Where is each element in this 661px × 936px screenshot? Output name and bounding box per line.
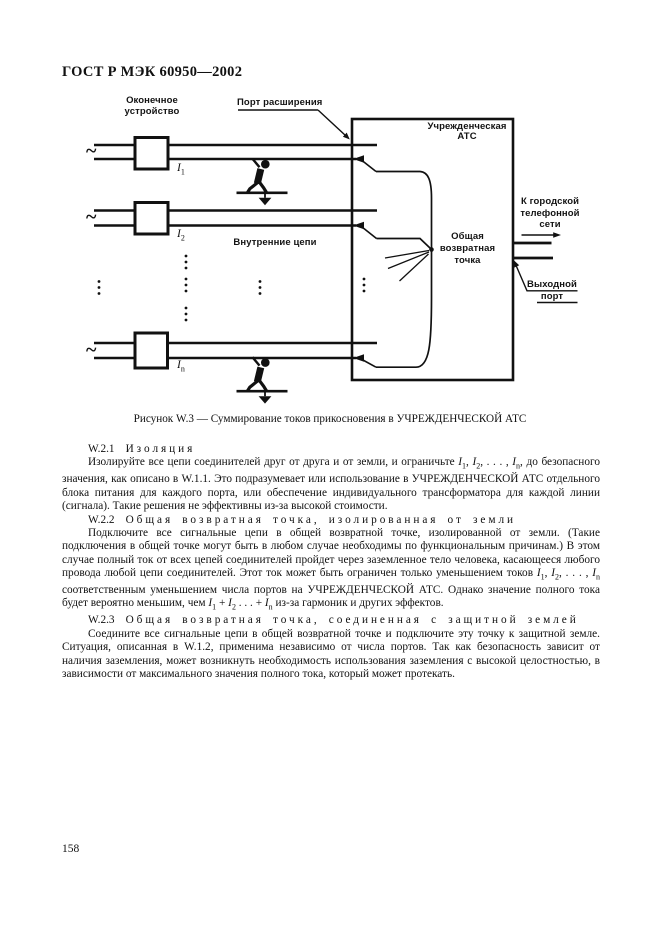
current-label-in: In [177,359,185,373]
expansion-port-label: Порт расширения [237,97,323,108]
section-paragraph-w22: Подключите все сигнальные цепи в общей в… [62,526,600,612]
terminal-device-boxes [133,136,170,370]
terminal-box-3 [133,331,169,370]
section-heading-w22: W.2.2 Общая возвратная точка, изолированн… [62,514,600,527]
expansion-port-arrow [238,109,350,140]
page-header: ГОСТ Р МЭК 60950—2002 [62,64,243,80]
ac-source-symbol: ~ [86,206,97,228]
wire-pairs [94,143,377,360]
current-symbol: I [177,228,181,240]
person-icon [247,357,269,391]
common-return-point-dot [429,247,434,252]
output-port-arrow [513,260,578,304]
ac-source-symbol: ~ [86,339,97,361]
ellipsis-dots [97,254,366,322]
section-title: Изоляция [125,443,196,455]
section-heading-w23: W.2.3 Общая возвратная точка, соединенная… [62,614,600,627]
section-paragraph-w21: Изолируйте все цепи соединителей друг от… [62,456,601,513]
section-paragraph-w23: Соедините все сигнальные цепи в общей во… [62,627,600,680]
diagram-drawing [94,109,578,404]
pbx-box [350,117,515,382]
section-number: W.2.2 [88,513,115,526]
ac-source-symbol: ~ [86,140,97,162]
figure-w3-diagram: Оконечное устройство Порт расширения Учр… [0,0,661,420]
terminal-device-label: Оконечное устройство [124,95,180,117]
output-port-label: Выходной порт [527,279,577,302]
current-symbol: I [177,359,181,371]
pbx-label: Учрежденческая АТС [427,121,507,142]
section-title: Общая возвратная точка, соединенная с за… [125,614,579,627]
page-number: 158 [62,843,80,855]
current-subscript: 1 [180,167,185,177]
figure-caption: Рисунок W.3 — Суммирование токов прикосн… [133,413,527,425]
common-return-point-label: Общая возвратная точка [439,231,496,266]
to-city-network-label: К городской телефонной сети [520,196,580,230]
terminal-box-1 [133,136,170,171]
section-number: W.2.3 [88,614,115,627]
ground-icon [236,191,288,206]
current-symbol: I [177,162,181,174]
section-title: Общая возвратная точка, изолированная от… [125,513,517,526]
collector-arc [376,170,433,369]
section-heading-w21: W.2.1 Изоляция [62,443,600,456]
current-subscript: n [180,364,185,374]
current-label-i1: I1 [177,162,185,176]
common-return-collector [361,159,433,369]
body-text: W.2.1 Изоляция Изолируйте все цепи соедин… [62,443,600,681]
person-icon [247,159,269,193]
fan-lines [384,249,430,282]
internal-circuits-label: Внутренние цепи [233,237,317,248]
to-city-arrow [521,232,561,238]
current-subscript: 2 [180,233,185,243]
ground-icon [236,389,288,404]
output-port-wires [513,241,553,260]
terminal-box-2 [133,201,170,236]
return-arrowheads [353,155,364,362]
section-number: W.2.1 [88,443,115,455]
current-label-i2: I2 [177,228,185,242]
